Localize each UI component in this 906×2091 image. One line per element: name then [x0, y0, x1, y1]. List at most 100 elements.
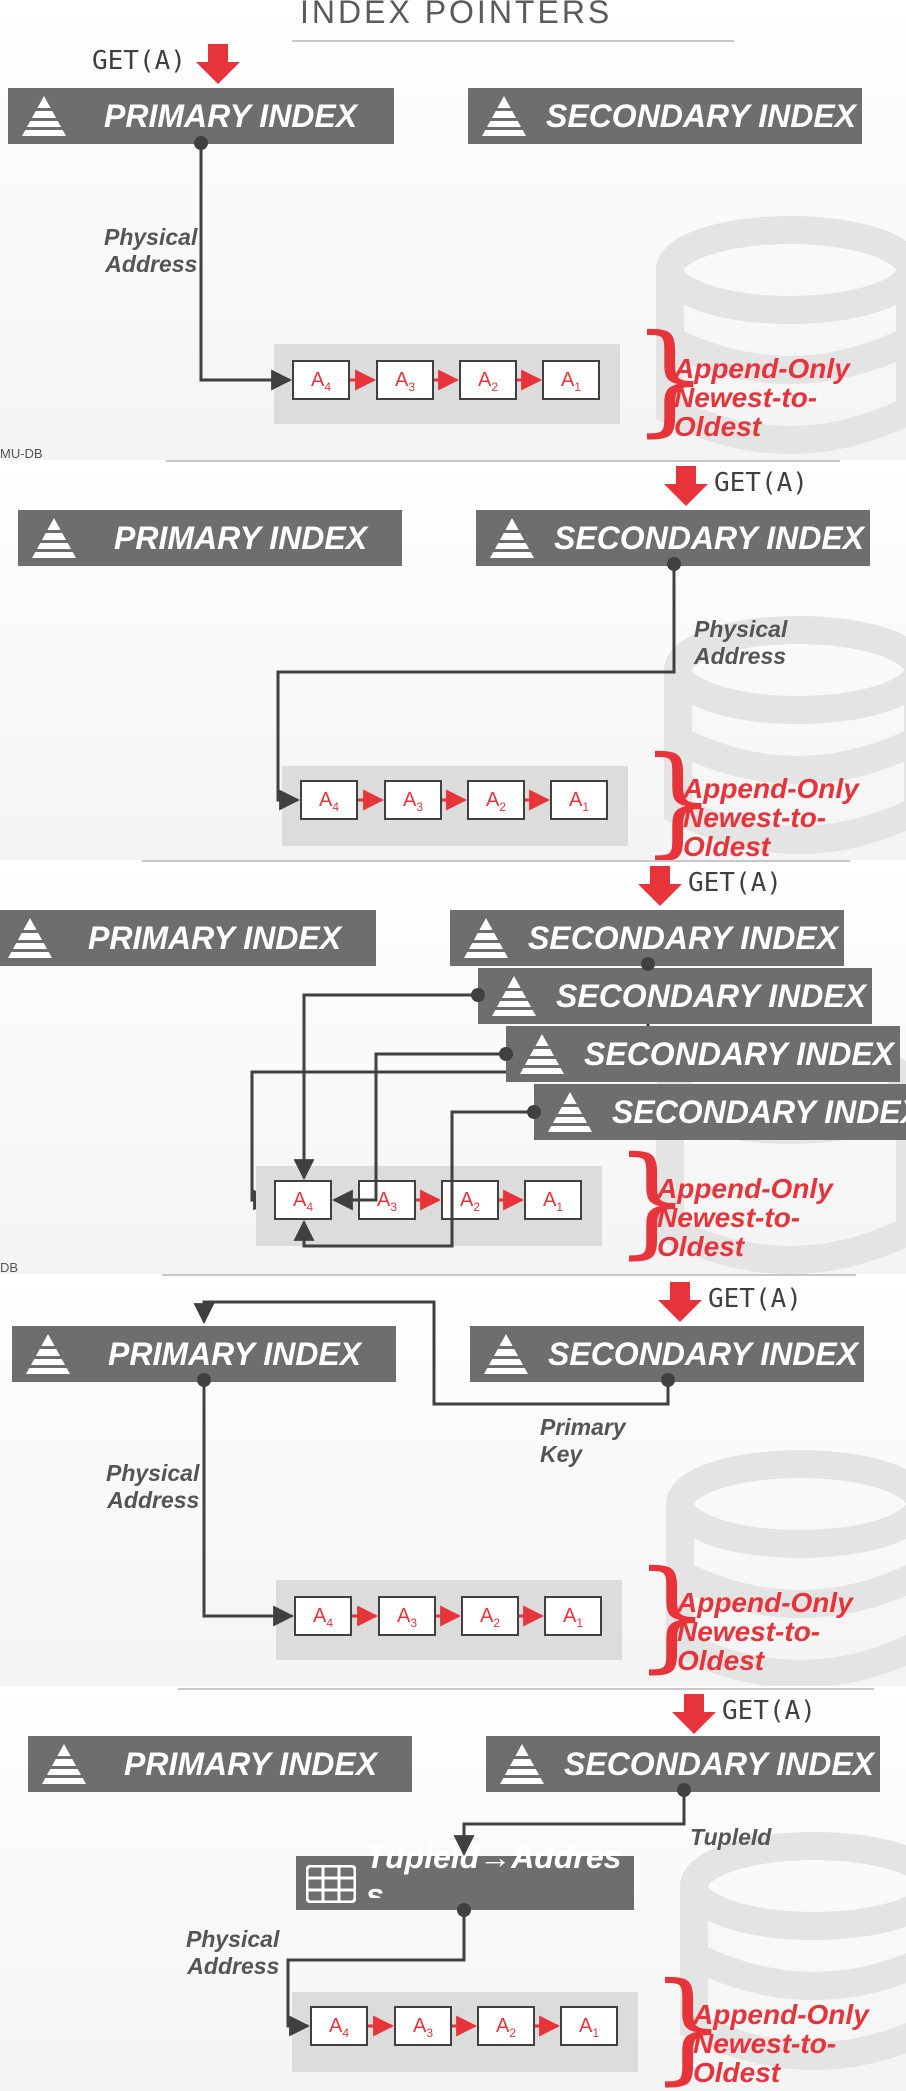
footer-label: DB [0, 1260, 19, 1274]
database-watermark-icon [666, 1450, 906, 1686]
tupleid-map-label: TupleId→Address [366, 1839, 622, 1898]
down-arrow-icon [664, 466, 708, 506]
pyramid-icon [26, 1334, 70, 1374]
note-line-2: Address [694, 643, 787, 669]
title-rule [178, 1688, 874, 1690]
version-a4[interactable]: A4 [292, 360, 350, 400]
secondary-index-box-2[interactable]: SECONDARY INDEX [478, 968, 872, 1024]
order-brace: } [634, 1546, 711, 1685]
secondary-index-box-1[interactable]: SECONDARY INDEX [450, 910, 844, 966]
physical-address-note: Physical Address [694, 616, 787, 670]
pyramid-icon [22, 96, 66, 136]
primary-index-label: PRIMARY INDEX [88, 920, 342, 956]
table-icon [306, 1865, 356, 1903]
pyramid-icon [464, 918, 508, 958]
primary-index-label: PRIMARY INDEX [104, 98, 358, 134]
physical-address-note: Physical Address [104, 224, 197, 278]
note-line-1: Physical [106, 1460, 200, 1486]
pointer-wires [276, 557, 681, 811]
database-watermark-icon [680, 1832, 906, 2070]
panel-primary-physical: INDEX POINTERS GET(A) PRIMARY INDEX SECO… [0, 0, 906, 460]
pyramid-icon [42, 1744, 86, 1784]
secondary-index-label: SECONDARY INDEX [554, 520, 864, 556]
pyramid-icon [548, 1092, 592, 1132]
secondary-index-box[interactable]: SECONDARY INDEX [486, 1736, 880, 1792]
order-brace: } [632, 310, 709, 449]
down-arrow-icon [638, 866, 682, 906]
version-a2[interactable]: A2 [477, 2006, 535, 2046]
version-a1[interactable]: A1 [544, 1596, 602, 1636]
pyramid-icon [482, 96, 526, 136]
title-rule [162, 1274, 856, 1276]
get-request-label: GET(A) [92, 46, 186, 76]
secondary-index-label: SECONDARY INDEX [584, 1036, 894, 1072]
note-line-2: Address [187, 1953, 280, 1979]
note-line-2: Address [107, 1487, 200, 1513]
version-a1[interactable]: A1 [524, 1180, 582, 1220]
version-a2[interactable]: A2 [461, 1596, 519, 1636]
pyramid-icon [490, 518, 534, 558]
primary-index-box[interactable]: PRIMARY INDEX [18, 510, 402, 566]
primary-index-label: PRIMARY INDEX [108, 1336, 362, 1372]
get-request-label: GET(A) [708, 1284, 802, 1314]
primary-index-box[interactable]: PRIMARY INDEX [12, 1326, 396, 1382]
secondary-index-label: SECONDARY INDEX [528, 920, 838, 956]
primary-index-box[interactable]: PRIMARY INDEX [28, 1736, 412, 1792]
title-rule [142, 860, 850, 862]
secondary-index-box-4[interactable]: SECONDARY INDEX [534, 1084, 906, 1140]
footer-label: MU-DB [0, 446, 43, 460]
tupleid-note: TupleId [690, 1824, 772, 1850]
secondary-index-box[interactable]: SECONDARY INDEX [476, 510, 870, 566]
secondary-index-label: SECONDARY INDEX [556, 978, 866, 1014]
version-a4[interactable]: A4 [274, 1180, 332, 1220]
version-a1[interactable]: A1 [560, 2006, 618, 2046]
panel-tupleid-indirection: GET(A) PRIMARY INDEX SECONDARY INDEX Tup… [0, 1686, 906, 2091]
down-arrow-icon [672, 1694, 716, 1734]
version-a2[interactable]: A2 [459, 360, 517, 400]
version-a4[interactable]: A4 [294, 1596, 352, 1636]
secondary-index-label: SECONDARY INDEX [612, 1094, 906, 1130]
pyramid-icon [492, 976, 536, 1016]
version-a2[interactable]: A2 [467, 780, 525, 820]
note-line-1: Physical [104, 224, 198, 250]
get-request-label: GET(A) [722, 1696, 816, 1726]
secondary-index-box[interactable]: SECONDARY INDEX [468, 88, 862, 144]
version-a4[interactable]: A4 [300, 780, 358, 820]
get-request-label: GET(A) [714, 468, 808, 498]
version-a3[interactable]: A3 [384, 780, 442, 820]
secondary-index-label: SECONDARY INDEX [546, 98, 856, 134]
version-a3[interactable]: A3 [378, 1596, 436, 1636]
version-a1[interactable]: A1 [550, 780, 608, 820]
primary-index-box[interactable]: PRIMARY INDEX [0, 910, 376, 966]
title-rule [166, 460, 840, 462]
tupleid-map-table[interactable]: TupleId→Address [296, 1839, 634, 1910]
version-a3[interactable]: A3 [394, 2006, 452, 2046]
pointer-wires-front [293, 957, 655, 1248]
version-a1[interactable]: A1 [542, 360, 600, 400]
pointer-wires [194, 136, 543, 391]
database-watermark-icon [656, 216, 906, 454]
panel-secondary-primary-key: GET(A) PRIMARY INDEX SECONDARY INDEX Pri… [0, 1274, 906, 1686]
secondary-index-label: SECONDARY INDEX [564, 1746, 874, 1782]
pointer-wires [193, 1300, 675, 1627]
primary-index-box[interactable]: PRIMARY INDEX [8, 88, 394, 144]
note-line-1: Physical [186, 1926, 280, 1952]
secondary-index-box[interactable]: SECONDARY INDEX [470, 1326, 864, 1382]
order-brace: } [640, 732, 717, 861]
version-a4[interactable]: A4 [310, 2006, 368, 2046]
primary-key-note: Primary Key [540, 1414, 626, 1468]
version-a3[interactable]: A3 [376, 360, 434, 400]
pyramid-icon [8, 918, 52, 958]
physical-address-note: Physical Address [106, 1460, 199, 1514]
secondary-index-label: SECONDARY INDEX [548, 1336, 858, 1372]
down-arrow-icon [196, 44, 240, 84]
pyramid-icon [32, 518, 76, 558]
secondary-index-box-3[interactable]: SECONDARY INDEX [506, 1026, 900, 1082]
page-title: INDEX POINTERS [300, 0, 613, 30]
down-arrow-icon [658, 1282, 702, 1322]
